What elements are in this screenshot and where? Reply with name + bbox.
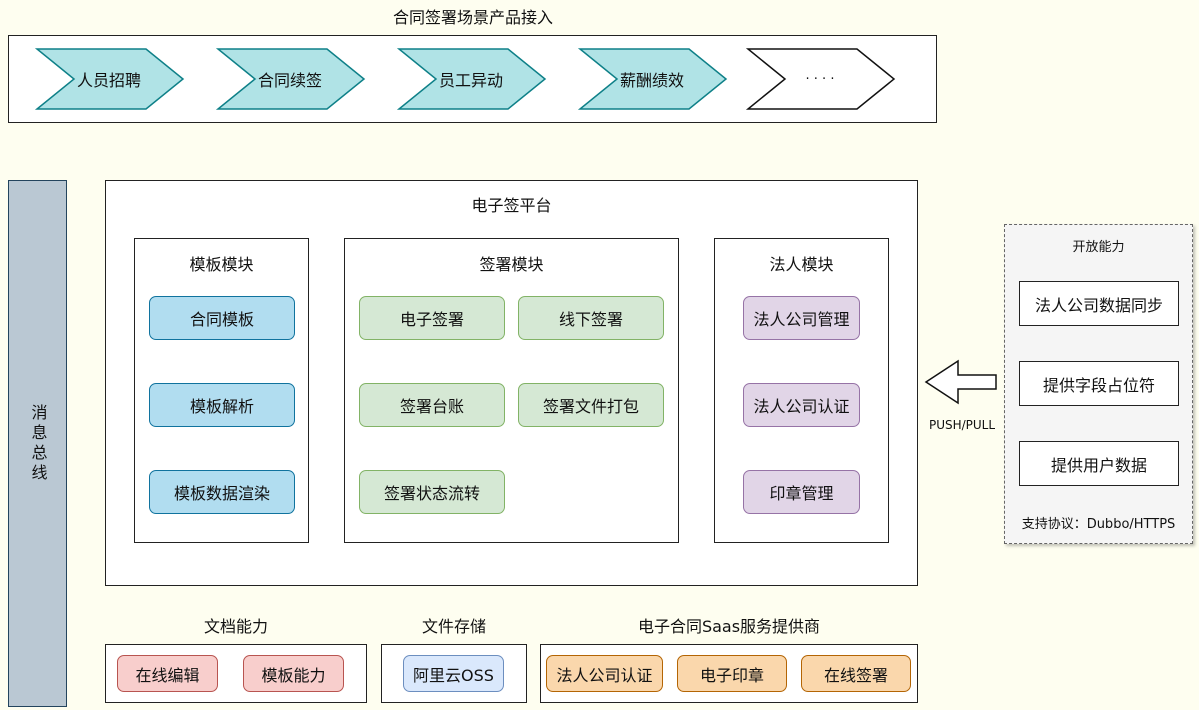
e-sign-box: 电子签署 xyxy=(359,296,505,340)
offline-sign-box: 线下签署 xyxy=(518,296,664,340)
chevron-transfer xyxy=(396,48,547,110)
company-manage-box: 法人公司管理 xyxy=(743,296,860,340)
company-sync-box: 法人公司数据同步 xyxy=(1019,281,1179,326)
online-sign-box: 在线签署 xyxy=(801,655,911,692)
scene-label: 人员招聘 xyxy=(76,71,141,90)
template-parse-box: 模板解析 xyxy=(149,383,295,427)
online-edit-box: 在线编辑 xyxy=(117,655,218,692)
placeholder-box: 提供字段占位符 xyxy=(1019,361,1179,406)
legal-module-title: 法人模块 xyxy=(769,255,834,274)
sign-status-box: 签署状态流转 xyxy=(359,470,505,514)
scene-label: 员工异动 xyxy=(438,71,503,90)
message-bus-label: 消息总线 xyxy=(28,403,48,484)
template-render-box: 模板数据渲染 xyxy=(149,470,295,514)
storage-title: 文件存储 xyxy=(421,617,486,636)
scene-label: · · · · xyxy=(805,71,835,87)
chevron-salary xyxy=(577,48,728,110)
message-bus: 消息总线 xyxy=(8,180,67,707)
contract-template-box: 合同模板 xyxy=(149,296,295,340)
user-data-box: 提供用户数据 xyxy=(1019,441,1179,486)
chevron-renew xyxy=(215,48,366,110)
push-pull-label: PUSH/PULL xyxy=(928,418,996,432)
platform-title: 电子签平台 xyxy=(471,196,552,215)
company-auth-box: 法人公司认证 xyxy=(743,383,860,427)
e-seal-box: 电子印章 xyxy=(677,655,787,692)
aliyun-oss-box: 阿里云OSS xyxy=(403,655,504,692)
scene-label: 薪酬绩效 xyxy=(619,71,684,90)
open-capability-title: 开放能力 xyxy=(1072,240,1125,255)
chevron-more xyxy=(745,48,896,110)
seal-manage-box: 印章管理 xyxy=(743,470,860,514)
saas-company-auth-box: 法人公司认证 xyxy=(546,655,663,692)
protocol-label: 支持协议：Dubbo/HTTPS xyxy=(1021,517,1176,532)
doc-title: 文档能力 xyxy=(203,617,268,636)
push-pull-arrow-icon xyxy=(924,359,997,405)
scene-title: 合同签署场景产品接入 xyxy=(392,8,553,27)
sign-ledger-box: 签署台账 xyxy=(359,383,505,427)
sign-module-title: 签署模块 xyxy=(479,255,544,274)
saas-title: 电子合同Saas服务提供商 xyxy=(637,617,821,636)
scene-label: 合同续签 xyxy=(257,71,322,90)
template-module-title: 模板模块 xyxy=(189,255,254,274)
template-capability-box: 模板能力 xyxy=(243,655,344,692)
chevron-recruit xyxy=(34,48,185,110)
sign-package-box: 签署文件打包 xyxy=(518,383,664,427)
